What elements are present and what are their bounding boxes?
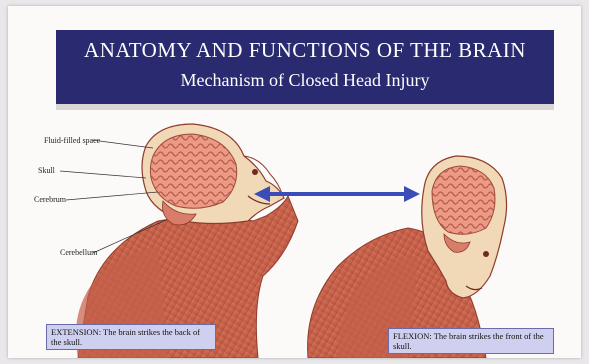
poster: ANATOMY AND FUNCTIONS OF THE BRAIN Mecha… (8, 6, 581, 358)
label-cerebrum: Cerebrum (34, 195, 66, 204)
head-injury-illustration (8, 6, 581, 358)
extension-figure (76, 124, 298, 358)
label-skull: Skull (38, 166, 55, 175)
caption-extension: EXTENSION: The brain strikes the back of… (46, 324, 216, 350)
label-fluid-filled-space: Fluid-filled space (44, 136, 100, 145)
label-cerebellum: Cerebellum (60, 248, 97, 257)
caption-flexion: FLEXION: The brain strikes the front of … (388, 328, 554, 354)
